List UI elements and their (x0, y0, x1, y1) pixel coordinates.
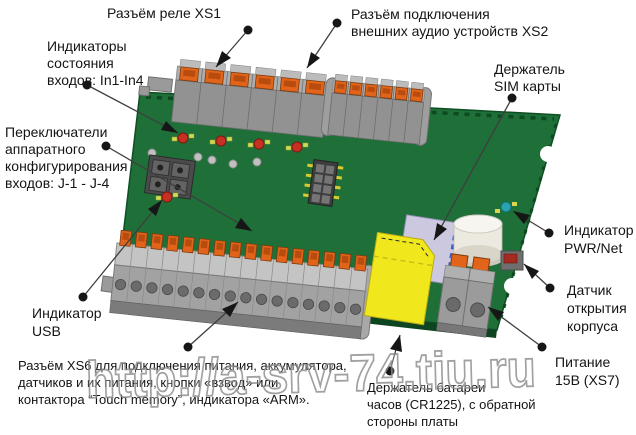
leader-sim-holder (433, 93, 517, 241)
leader-lines (78, 18, 555, 376)
label-line: состояния (47, 55, 114, 71)
label-line: Держатель (494, 61, 565, 77)
label-line: Разъём подключения (351, 6, 490, 22)
label-line: корпуса (567, 318, 619, 334)
pin-header (302, 158, 344, 208)
sim-card-holder (363, 214, 461, 326)
label-line: стороны платы (367, 414, 458, 429)
label-line: Питание (555, 354, 611, 370)
leader-input-indicators (82, 80, 179, 134)
power-terminal-xs7 (436, 253, 496, 338)
label-relay-connector: Разъём реле XS1 (107, 5, 221, 22)
label-line: входов: J-1 - J-4 (5, 175, 110, 191)
label-line: контактора “Touch memory”, индикатора «A… (18, 392, 310, 407)
label-line: SIM карты (494, 78, 561, 94)
label-config-switches: Переключатели аппаратного конфигурирован… (5, 124, 127, 192)
label-line: конфигурирования (5, 158, 128, 174)
leader-pwr-net (512, 210, 554, 238)
label-audio-connector: Разъём подключения внешних аудио устройс… (351, 6, 548, 40)
label-line: USB (32, 323, 61, 339)
label-line: Индикатор (32, 305, 102, 321)
label-line: Разъём реле XS1 (107, 5, 222, 21)
label-line: входов: In1-In4 (47, 72, 144, 88)
label-line: PWR/Net (564, 240, 623, 256)
label-line: Датчик (567, 282, 612, 298)
label-line: 15В (XS7) (555, 372, 620, 388)
label-sim-holder: Держатель SIM карты (494, 61, 565, 95)
pwr-net-led (495, 201, 517, 213)
label-case-open-sensor: Датчик открытия корпуса (567, 281, 627, 335)
label-line: Держатель батареи (367, 380, 486, 395)
jumper-block (144, 154, 196, 200)
leader-config-switches (101, 141, 253, 232)
leader-power-15v (487, 306, 547, 352)
audio-terminal-block-xs2 (320, 73, 433, 146)
label-line: Индикатор (564, 222, 634, 238)
leader-xs6 (183, 301, 239, 352)
label-line: часов (CR1225), с обратной (367, 397, 536, 412)
label-input-indicators: Индикаторы состояния входов: In1-In4 (47, 38, 144, 89)
label-line: Индикаторы (47, 38, 127, 54)
edge-connector (138, 76, 174, 97)
label-line: открытия (567, 300, 627, 316)
label-pwr-net-indicator: Индикатор PWR/Net (564, 221, 634, 257)
main-terminal-block-xs6 (109, 229, 376, 340)
label-line: внешних аудио устройств XS2 (351, 23, 549, 39)
label-power-15v: Питание 15В (XS7) (555, 353, 620, 389)
leader-relay-xs1 (215, 25, 253, 68)
label-line: аппаратного (5, 141, 86, 157)
edge-notches (504, 146, 556, 294)
label-usb-indicator: Индикатор USB (32, 304, 102, 340)
leader-audio-xs2 (306, 18, 342, 69)
label-xs6-connector: Разъём XS6 для подключения питания, акку… (18, 357, 347, 408)
label-line: Разъём XS6 для подключения питания, акку… (18, 358, 347, 373)
label-line: Переключатели (5, 124, 108, 140)
label-battery-holder: Держатель батареи часов (CR1225), с обра… (367, 379, 536, 430)
leader-usb-indicator (78, 199, 163, 302)
leader-battery-holder (385, 334, 402, 376)
leader-case-sensor (523, 263, 555, 293)
case-open-sensor (500, 250, 524, 271)
label-line: датчиков и их питания, кнопки «взвод» ил… (18, 375, 279, 390)
